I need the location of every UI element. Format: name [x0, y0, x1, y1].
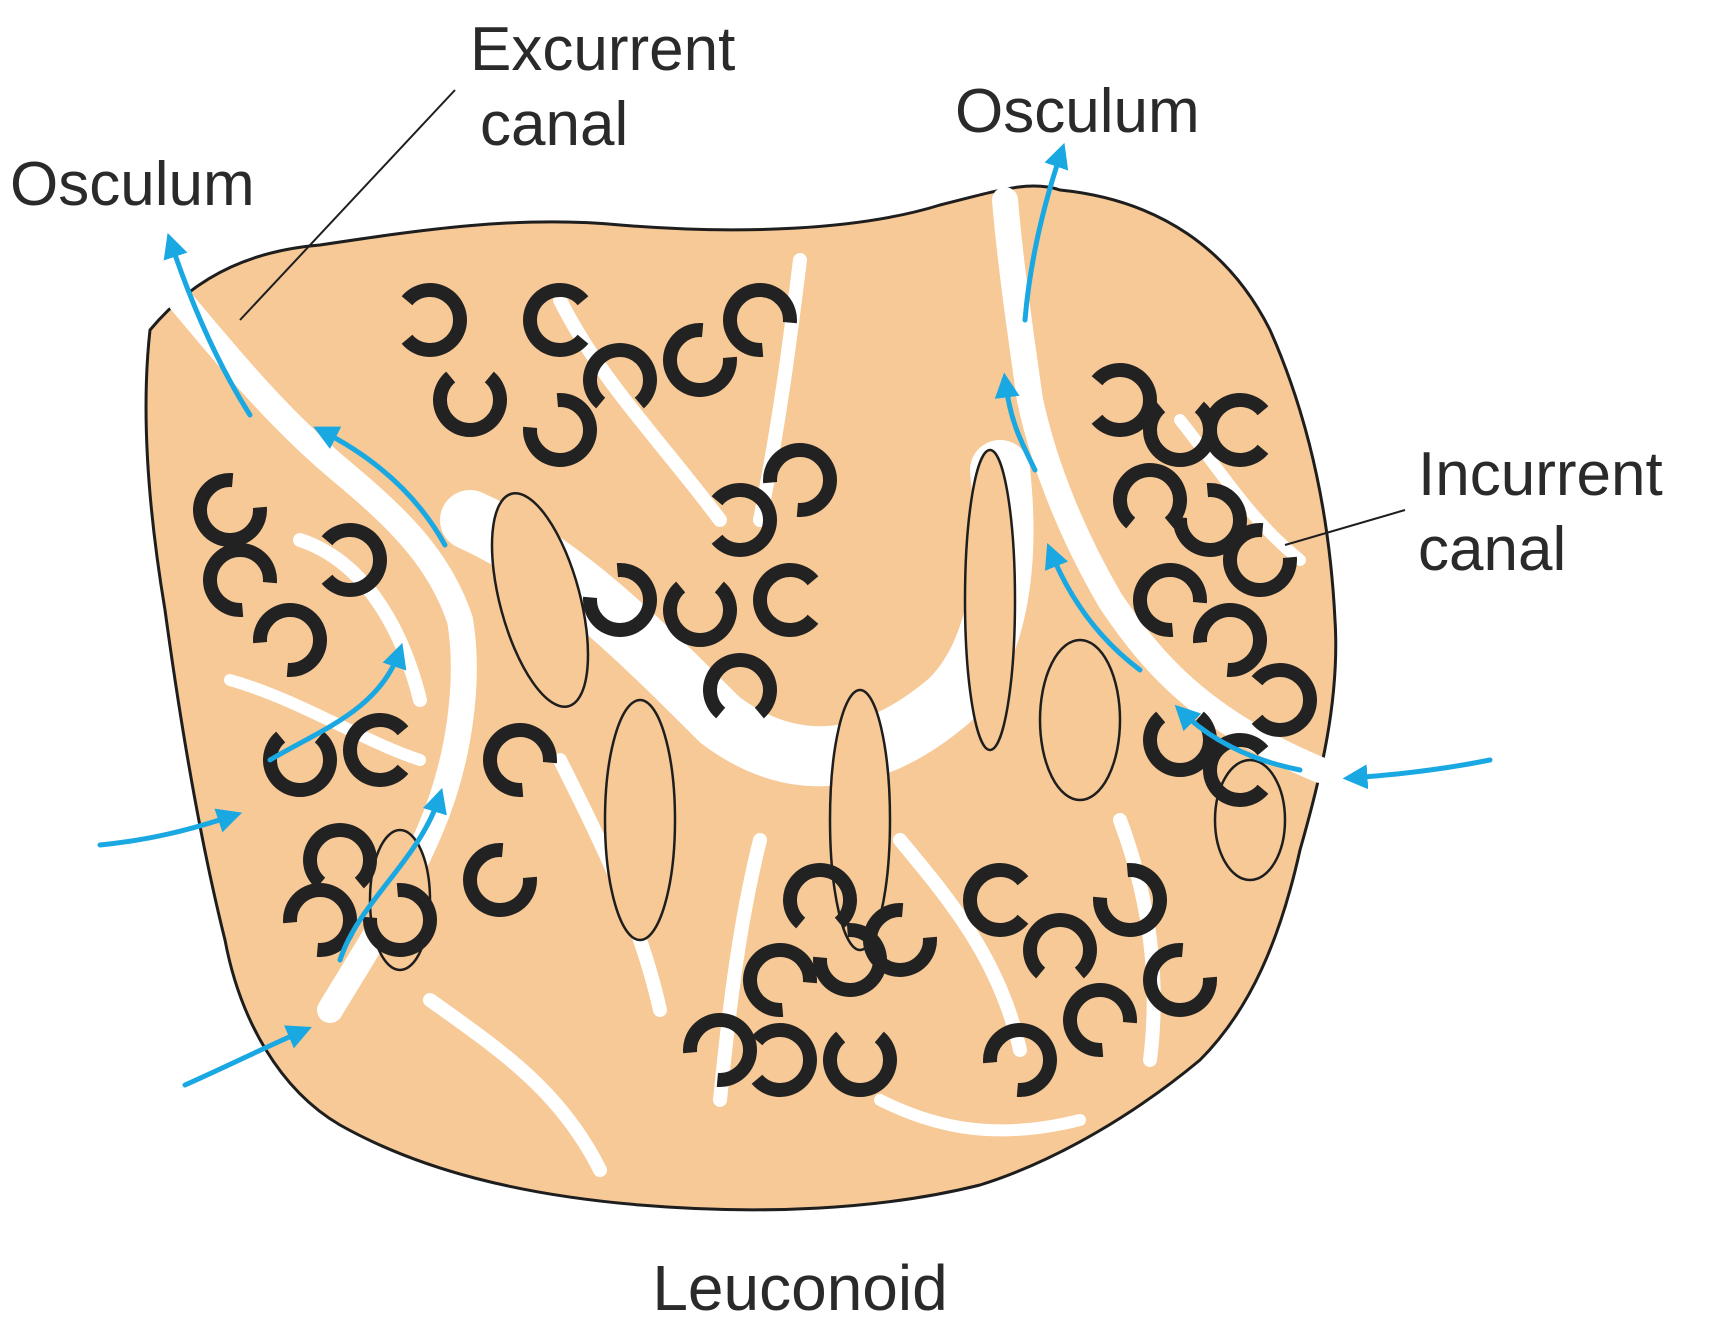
label-osculum-right: Osculum [955, 77, 1200, 146]
label-excurrent-line1: Excurrent [470, 15, 735, 84]
label-incurrent-line1: Incurrent [1418, 440, 1663, 509]
label-incurrent-line2: canal [1418, 515, 1566, 584]
label-osculum-left: Osculum [10, 150, 255, 219]
diagram-caption: Leuconoid [652, 1252, 947, 1324]
water-flow-arrow-icon [1350, 760, 1490, 778]
label-excurrent-line2: canal [480, 90, 628, 159]
